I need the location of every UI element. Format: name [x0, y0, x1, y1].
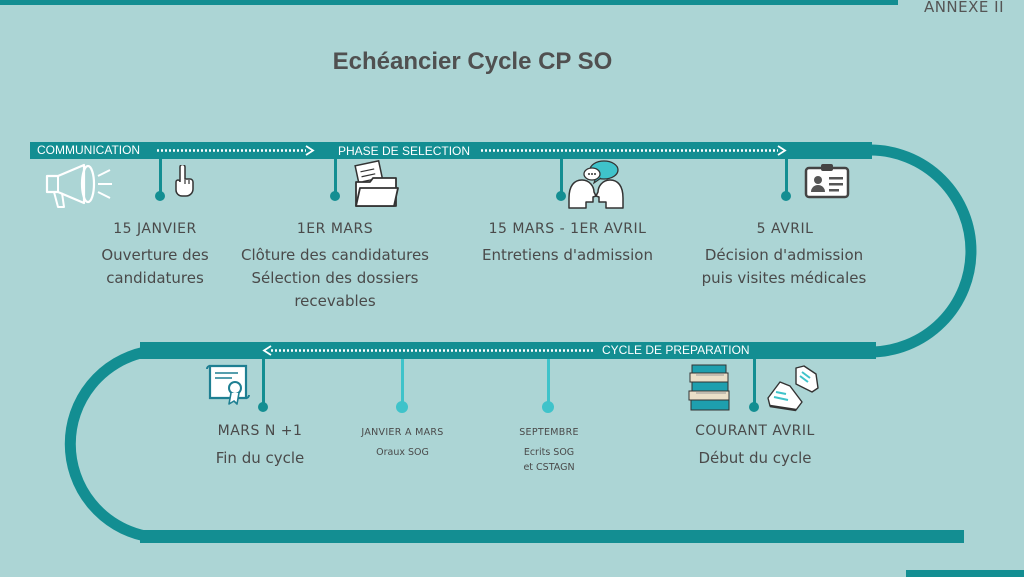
milestone-stem [753, 356, 756, 404]
milestone-desc: Début du cycle [698, 449, 812, 467]
milestone-desc: Fin du cycle [215, 449, 305, 467]
sneakers-icon [767, 365, 819, 412]
milestone-date-small: SEPTEMBRE [519, 427, 579, 438]
milestone-dot [781, 191, 791, 201]
milestone-date: 15 MARS - 1ER AVRIL [488, 221, 647, 237]
milestone-dot-light [396, 401, 408, 413]
bottom-decor-bar [906, 570, 1024, 577]
milestone-stem [159, 156, 162, 194]
milestone-dot-light [542, 401, 554, 413]
milestone-stem [560, 156, 563, 194]
milestone-date: 5 AVRIL [756, 221, 814, 237]
megaphone-icon [45, 163, 112, 208]
lower-dotted-arrow [262, 345, 593, 356]
id-card-icon [804, 164, 850, 199]
conversation-heads-icon [568, 160, 624, 209]
phase-label-communication: COMMUNICATION [37, 143, 141, 157]
milestone-date-small: JANVIER A MARS [361, 427, 444, 438]
pointing-hand-icon [175, 165, 194, 197]
milestone-desc-small: Oraux SOG [376, 447, 429, 458]
milestone-dot [155, 191, 165, 201]
top-decor-bar [0, 0, 898, 5]
annexe-label: ANNEXE II [923, 0, 1004, 16]
documents-folder-icon [354, 160, 399, 207]
upper-dotted-arrows [157, 145, 787, 156]
milestone-dot [330, 191, 340, 201]
milestone-date: COURANT AVRIL [695, 423, 815, 439]
milestone-stem-light [401, 359, 404, 404]
books-stack-icon [688, 364, 730, 411]
milestone-desc: Entretiens d'admission [482, 246, 653, 264]
phase-label-selection: PHASE DE SELECTION [338, 144, 471, 158]
milestone-stem [262, 356, 265, 404]
upper-timeline-band [30, 142, 872, 159]
milestone-date: 15 JANVIER [113, 221, 197, 237]
milestone-stem-light [547, 359, 550, 404]
milestone-date: 1ER MARS [296, 221, 374, 237]
phase-label-preparation: CYCLE DE PREPARATION [602, 343, 750, 357]
milestone-date: MARS N +1 [217, 423, 303, 439]
milestone-dot [749, 402, 759, 412]
diploma-certificate-icon [206, 364, 250, 405]
milestone-dot [258, 402, 268, 412]
page-title: Echéancier Cycle CP SO [332, 48, 613, 75]
milestone-stem [785, 156, 788, 194]
milestone-dot [556, 191, 566, 201]
milestone-stem [334, 156, 337, 194]
